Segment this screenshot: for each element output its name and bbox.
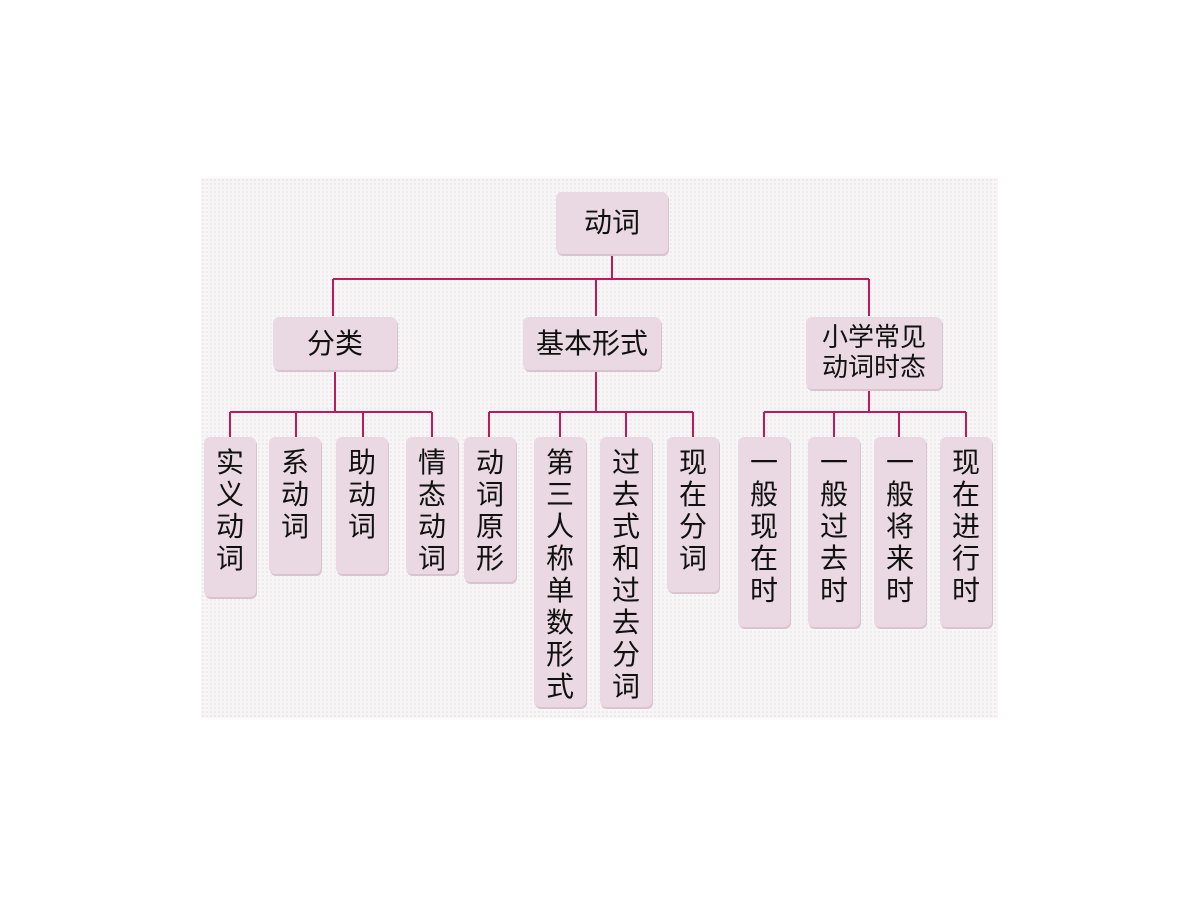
- leaf-node: 一般过去时: [808, 437, 860, 627]
- category-node-tenses: 小学常见 动词时态: [806, 317, 942, 389]
- leaf-node: 动词原形: [464, 437, 516, 582]
- leaf-label: 情态动词: [417, 446, 446, 575]
- leaf-node: 实义动词: [204, 437, 256, 597]
- tenses-label-line1: 小学常见: [821, 323, 926, 353]
- leaf-node: 一般将来时: [874, 437, 926, 627]
- leaf-node: 助动词: [336, 437, 388, 574]
- leaf-node: 现在进行时: [940, 437, 992, 627]
- leaf-label: 系动词: [280, 446, 309, 543]
- root-node: 动词: [556, 192, 668, 254]
- leaf-label: 一般过去时: [819, 446, 848, 607]
- leaf-label: 一般将来时: [885, 446, 914, 607]
- root-label: 动词: [583, 206, 640, 239]
- leaf-node: 现在分词: [667, 437, 719, 592]
- leaf-label: 现在分词: [678, 446, 707, 575]
- leaf-node: 过去式和过去分词: [600, 437, 652, 707]
- classification-label: 分类: [306, 326, 363, 360]
- leaf-node: 一般现在时: [738, 437, 790, 627]
- leaf-node: 系动词: [269, 437, 321, 574]
- category-node-basic-forms: 基本形式: [523, 317, 661, 370]
- category-node-classification: 分类: [273, 317, 397, 370]
- leaf-node: 第三人称单数形式: [534, 437, 586, 707]
- leaf-label: 第三人称单数形式: [545, 446, 574, 703]
- leaf-label: 一般现在时: [749, 446, 778, 607]
- tenses-label-line2: 动词时态: [821, 353, 926, 383]
- leaf-label: 过去式和过去分词: [611, 446, 640, 703]
- leaf-label: 实义动词: [215, 446, 244, 575]
- leaf-node: 情态动词: [406, 437, 458, 575]
- leaf-label: 助动词: [347, 446, 376, 543]
- basic-forms-label: 基本形式: [535, 326, 648, 360]
- leaf-label: 现在进行时: [951, 446, 980, 607]
- leaf-label: 动词原形: [475, 446, 504, 575]
- diagram-background: [201, 178, 998, 718]
